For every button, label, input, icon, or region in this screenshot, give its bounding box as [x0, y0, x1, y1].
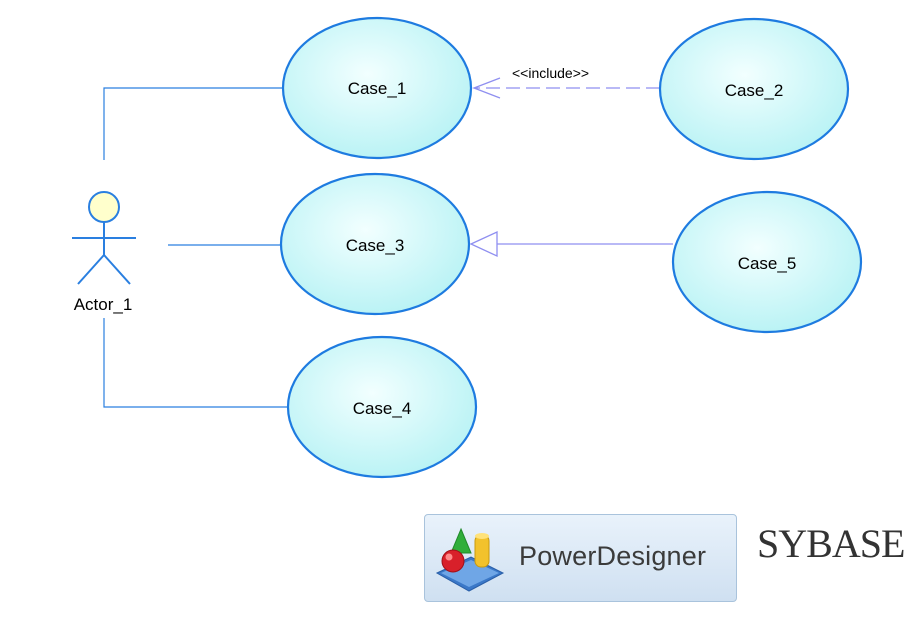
use-case-label: Case_3	[346, 236, 405, 255]
use-case-label: Case_4	[353, 399, 412, 418]
actor-actor1[interactable]: Actor_1	[72, 191, 136, 314]
use-case-case3[interactable]: Case_3	[279, 172, 471, 316]
include-label: <<include>>	[512, 65, 589, 81]
powerdesigner-logo-icon	[435, 527, 505, 592]
include-dependency[interactable]: <<include>>	[472, 65, 660, 99]
use-case-case4[interactable]: Case_4	[286, 335, 478, 479]
sybase-logo: SYBASE	[757, 521, 905, 566]
actor-label: Actor_1	[74, 295, 133, 314]
use-case-case5[interactable]: Case_5	[671, 190, 863, 334]
association-actor-case4[interactable]	[103, 318, 289, 408]
use-case-label: Case_5	[738, 254, 797, 273]
use-case-case1[interactable]: Case_1	[281, 16, 473, 160]
powerdesigner-label: PowerDesigner	[519, 541, 707, 571]
actor-figure-icon	[72, 191, 136, 285]
association-actor-case1[interactable]	[103, 87, 283, 160]
use-case-label: Case_2	[725, 81, 784, 100]
generalization-relationship[interactable]	[469, 230, 673, 258]
powerdesigner-badge: PowerDesigner	[424, 514, 737, 602]
use-case-label: Case_1	[348, 79, 407, 98]
use-case-case2[interactable]: Case_2	[658, 17, 850, 161]
